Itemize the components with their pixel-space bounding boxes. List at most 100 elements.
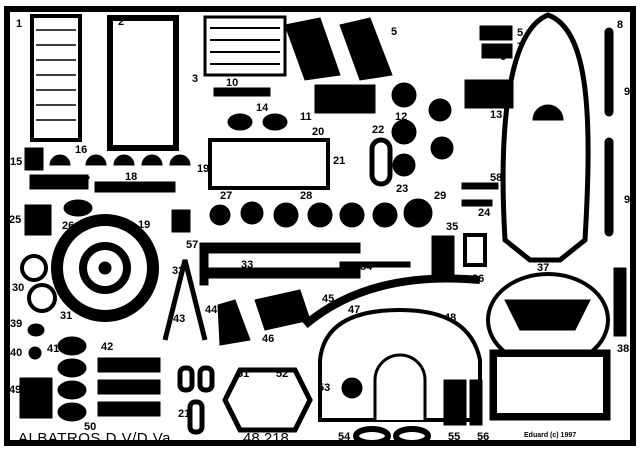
- part-label: 50: [84, 421, 97, 433]
- part-label: 5: [517, 27, 524, 39]
- part-label: 1: [16, 18, 23, 30]
- part-7: [481, 43, 513, 59]
- part-58: [461, 182, 499, 190]
- part-17: [29, 174, 89, 190]
- part-26: [63, 199, 93, 217]
- part-label: 45: [322, 293, 335, 305]
- part-label: 31: [60, 310, 73, 322]
- part-53: [341, 377, 363, 399]
- part-22: [369, 137, 393, 187]
- part-label: 30: [12, 282, 25, 294]
- part-label: 41: [47, 343, 60, 355]
- part-label: 24: [478, 207, 491, 219]
- part-label: 21: [333, 155, 346, 167]
- part-15: [24, 147, 44, 171]
- fret-title: ALBATROS D.V/D.Va: [18, 430, 171, 447]
- part-label: 54: [338, 431, 351, 443]
- part-33: [199, 242, 361, 254]
- part-34: [339, 261, 411, 268]
- part-11-13-block: [314, 84, 376, 114]
- part-27-28-row: [209, 198, 433, 228]
- part-label: 37: [537, 262, 550, 274]
- part-label: 36: [472, 273, 485, 285]
- part-49: [19, 377, 53, 419]
- part-label: 27: [220, 190, 233, 202]
- part-label: 14: [256, 102, 269, 114]
- part-label: 21: [178, 408, 191, 420]
- part-label: 5: [391, 26, 398, 38]
- part-36: [463, 233, 487, 267]
- part-label: 52: [276, 368, 289, 380]
- part-32-strut: [162, 259, 208, 341]
- part-5-bracket: [339, 17, 393, 81]
- part-label: 9: [624, 194, 631, 206]
- part-label: 56: [477, 431, 490, 443]
- set-number: 48 218: [243, 430, 289, 447]
- part-38-strip: [613, 267, 627, 337]
- part-label: 39: [10, 318, 23, 330]
- part-label: 34: [360, 261, 373, 273]
- part-label: 16: [75, 144, 88, 156]
- part-label: 10: [226, 77, 239, 89]
- part-label: 40: [10, 347, 23, 359]
- part-label: 17: [78, 175, 91, 187]
- part-41-row: [57, 336, 87, 422]
- part-9-strip: [604, 137, 614, 237]
- part-label: 3: [192, 73, 199, 85]
- part-42: [97, 357, 161, 373]
- part-label: 4: [292, 38, 299, 50]
- part-37-fuselage-top: [500, 12, 591, 263]
- part-label: 43: [173, 313, 186, 325]
- part-16-row: [49, 154, 191, 166]
- part-14: [227, 113, 253, 131]
- part-44: [217, 299, 251, 346]
- part-label: 33: [241, 259, 254, 271]
- part-label: 8: [617, 19, 624, 31]
- part-label: 53: [318, 382, 331, 394]
- part-56: [469, 379, 483, 426]
- part-label: 15: [10, 156, 23, 168]
- part-18: [94, 181, 176, 193]
- part-54-rings: [353, 426, 431, 446]
- part-30: [20, 254, 48, 282]
- part-label: 6: [500, 51, 507, 63]
- part-label: 38: [617, 343, 630, 355]
- part-label: 42: [101, 341, 114, 353]
- part-25: [24, 204, 52, 236]
- part-55: [443, 379, 467, 426]
- part-20-panel: [208, 138, 330, 190]
- part-4-bracket: [284, 17, 341, 81]
- part-21-brackets: [177, 365, 215, 435]
- part-label: 23: [396, 183, 409, 195]
- part-1-grille: [30, 14, 82, 142]
- part-40: [28, 346, 42, 360]
- part-label: 12: [395, 111, 408, 123]
- part-label: 2: [118, 16, 125, 28]
- part-5b: [479, 25, 513, 41]
- part-label: 47: [348, 304, 361, 316]
- part-label: 26: [62, 220, 75, 232]
- part-13: [464, 79, 514, 109]
- copyright: Eduard (c) 1997: [524, 432, 577, 439]
- part-label: 55: [448, 431, 461, 443]
- part-label: 19: [138, 219, 151, 231]
- part-label: 44: [205, 304, 218, 316]
- part-31: [27, 283, 57, 313]
- part-label: 51: [237, 368, 250, 380]
- part-label: 29: [434, 190, 447, 202]
- part-45: [254, 289, 311, 331]
- part-51-52: [222, 367, 313, 433]
- part-39: [27, 323, 45, 337]
- part-3-panel: [203, 15, 287, 77]
- part-47-arc: [302, 274, 481, 329]
- part-2-frame: [107, 15, 179, 151]
- part-label: 46: [262, 333, 275, 345]
- part-label: 25: [9, 214, 22, 226]
- part-label: 7: [517, 41, 524, 53]
- part-label: 9: [624, 86, 631, 98]
- part-37-cutout: [532, 104, 564, 121]
- part-label: 18: [125, 171, 138, 183]
- part-label: 35: [446, 221, 459, 233]
